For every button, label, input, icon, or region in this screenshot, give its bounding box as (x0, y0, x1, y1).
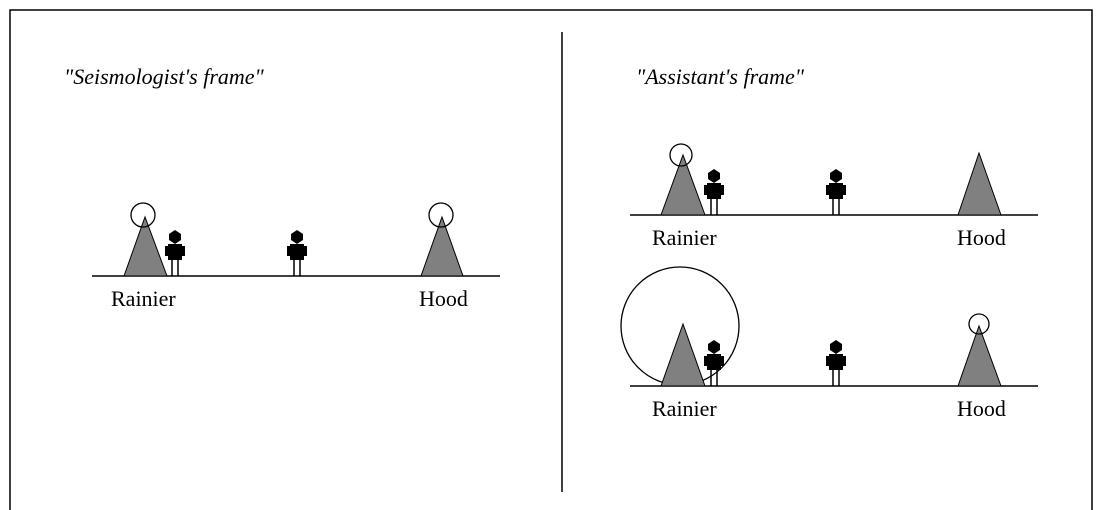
label-hood: Hood (419, 286, 468, 311)
label-rainier: Rainier (652, 396, 717, 421)
panel-title: "Assistant's frame" (636, 64, 805, 89)
assistant-frame-panel: "Assistant's frame" Rainier Hood Rainier… (620, 64, 1038, 421)
seismologist-figure (286, 229, 308, 277)
label-hood: Hood (957, 396, 1006, 421)
scene-first-event: Rainier Hood (630, 143, 1038, 250)
seismologist-frame-panel: "Seismologist's frame" Rainier Hood (64, 64, 500, 311)
mountain-rainier (123, 215, 168, 277)
panel-title: "Seismologist's frame" (64, 64, 265, 89)
eruption-wave-rainier (669, 143, 693, 167)
scene-second-event: Rainier Hood (620, 266, 1038, 421)
mountain-rainier (660, 153, 706, 216)
label-rainier: Rainier (111, 286, 176, 311)
seismologist-figure (825, 339, 847, 387)
seismologist-figure (825, 168, 847, 216)
figure-border (9, 9, 1093, 510)
eruption-wave-hood (428, 202, 454, 228)
mountain-hood (957, 151, 1002, 216)
label-rainier: Rainier (652, 225, 717, 250)
scene-simultaneous: Rainier Hood (92, 202, 500, 311)
mountain-hood (957, 324, 1002, 387)
assistant-figure (164, 229, 186, 277)
mountain-rainier (660, 322, 706, 387)
assistant-figure (703, 168, 725, 216)
eruption-wave-rainier (130, 202, 156, 228)
mountain-hood (420, 215, 464, 277)
eruption-wave-hood (968, 313, 990, 335)
label-hood: Hood (957, 225, 1006, 250)
